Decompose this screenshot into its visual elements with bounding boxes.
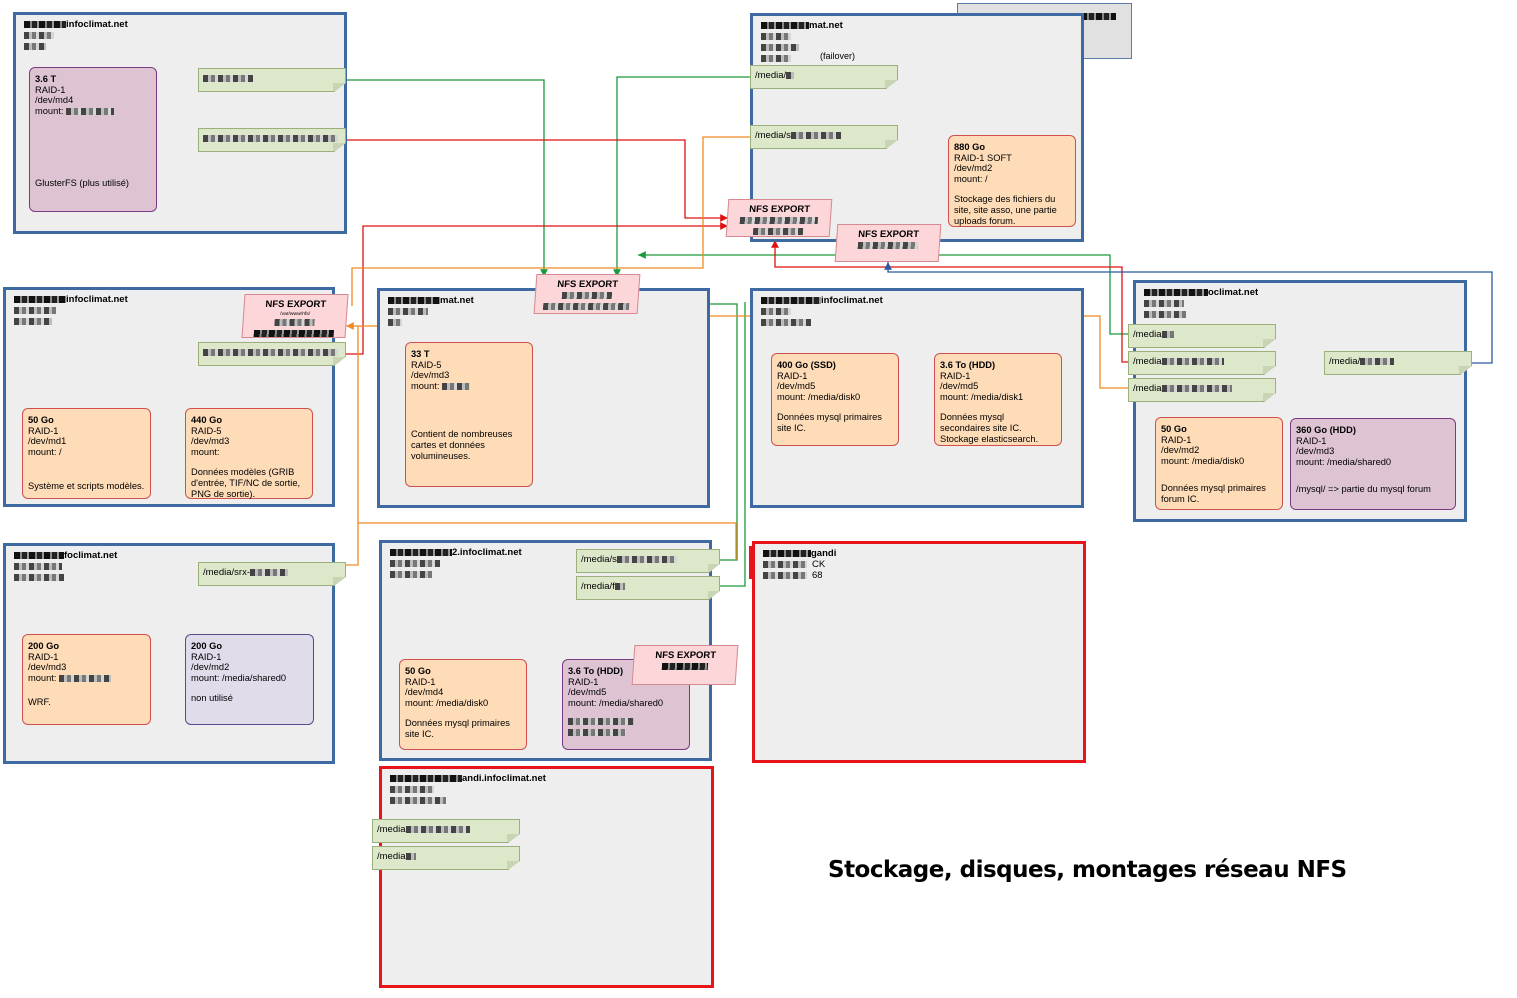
failover-label: (failover): [820, 51, 856, 61]
mount-s6-d: /media/: [1324, 351, 1472, 375]
mount-s10-b: /media: [372, 846, 520, 870]
link-orange-6: [358, 522, 737, 560]
server-9-name: gandi: [811, 548, 837, 559]
link-red-3: [771, 240, 1131, 363]
server-6-name: oclimat.net: [1208, 287, 1259, 298]
mount-s6-a: /media: [1128, 324, 1276, 348]
mount-s7-a: /media/srx-: [198, 562, 346, 586]
server-9-line3: 68: [812, 570, 823, 581]
nfs-export-s4: NFS EXPORT: [533, 274, 641, 314]
nfs-export-s2-a: NFS EXPORT: [725, 199, 833, 237]
link-green-1: [346, 79, 548, 277]
server-5-name: infoclimat.net: [821, 295, 883, 306]
server-3-name: infoclimat.net: [66, 294, 128, 305]
mount-s10-a: /media: [372, 819, 520, 843]
mount-s2-b: /media/s: [750, 125, 898, 149]
server-4-name: mat.net: [440, 295, 474, 306]
nfs-export-s2-b: NFS EXPORT: [834, 224, 942, 262]
server-1-name: infoclimat.net: [66, 19, 128, 30]
link-red-1: [346, 139, 728, 222]
server-9-line2: CK: [812, 559, 826, 570]
server-10-name: andi.infoclimat.net: [462, 773, 546, 784]
link-green-2: [613, 76, 752, 277]
gandi-accent: [749, 546, 753, 579]
nfs-export-s3: NFS EXPORT/var/www/nfs/: [241, 294, 349, 338]
link-blue-1: [884, 262, 1493, 364]
mount-s3-a: [198, 342, 346, 366]
nfs-export-s8: NFS EXPORT: [631, 645, 739, 685]
mount-s8-a: /media/s: [576, 549, 720, 573]
server-10: andi.infoclimat.net: [379, 766, 714, 988]
server-7-name: foclimat.net: [64, 550, 118, 561]
server-2-name: mat.net: [809, 20, 843, 31]
mount-s1-a: [198, 68, 346, 92]
mount-s8-b: /media/f: [576, 576, 720, 600]
mount-s6-c: /media: [1128, 378, 1276, 402]
page-title: Stockage, disques, montages réseau NFS: [828, 857, 1347, 883]
link-orange-1: [351, 136, 752, 306]
server-8-name: 2.infoclimat.net: [452, 547, 522, 558]
link-red-2: [346, 222, 728, 355]
link-orange-5: [1083, 315, 1131, 389]
mount-s2-a: /media/: [750, 65, 898, 89]
mount-s6-b: /media: [1128, 351, 1276, 375]
link-orange-2: [346, 322, 359, 566]
mount-s1-b: [198, 128, 346, 152]
